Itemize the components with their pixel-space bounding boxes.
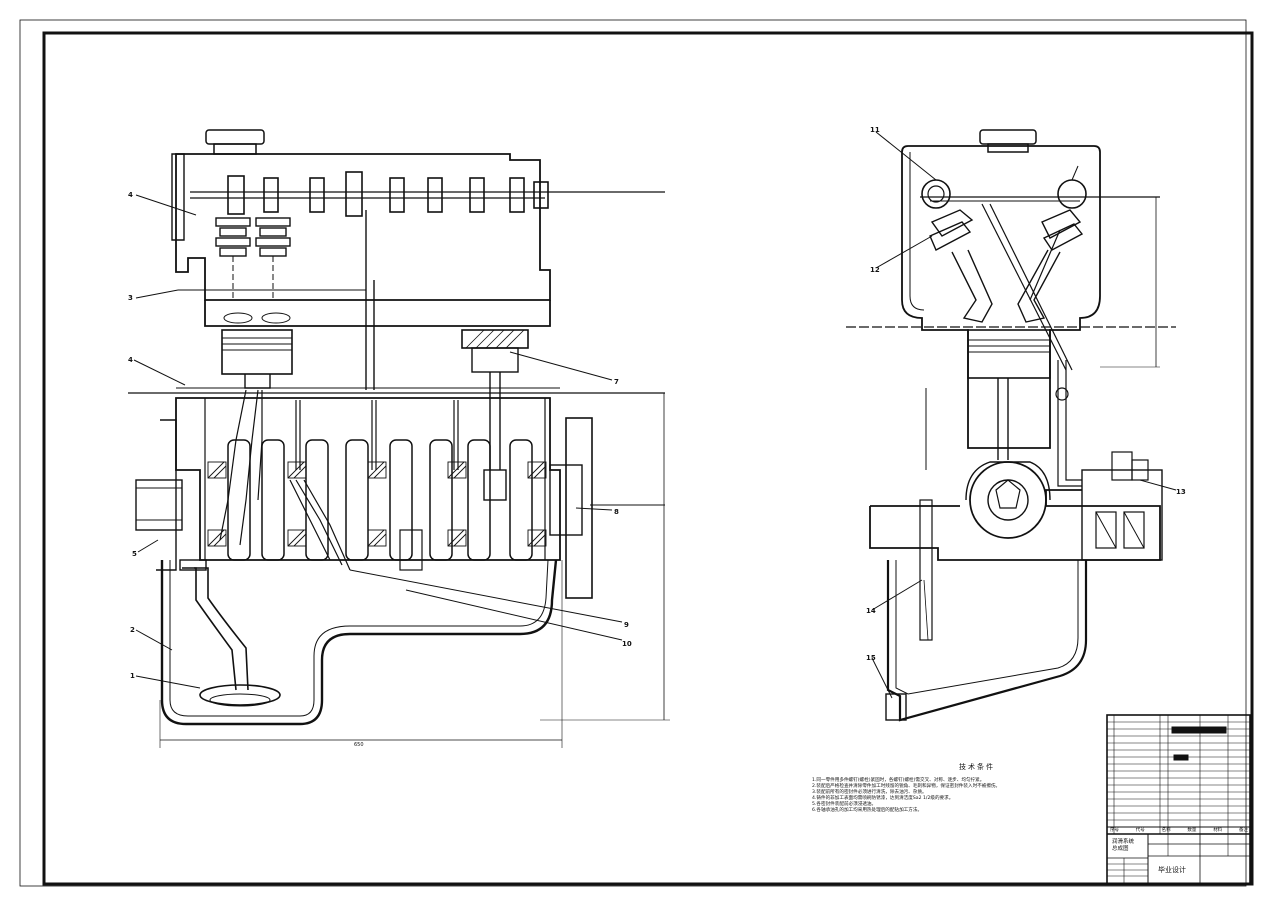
title-block-header: 序号 代号 名称 数量 材料 备注 bbox=[1110, 827, 1248, 833]
requirement-item: 5.各密封件装配前必须浸透油。 bbox=[812, 802, 877, 807]
callout-label: 10 bbox=[622, 640, 632, 648]
callout-label: 2 bbox=[130, 626, 135, 634]
requirement-item: 4.铸件的非加工表面均需喷刷防锈漆，达到清洁度Sa2 1/2级的要求。 bbox=[812, 796, 954, 801]
callout-label: 8 bbox=[614, 508, 619, 516]
header-cell: 数量 bbox=[1187, 828, 1197, 833]
callout-label: 7 bbox=[614, 378, 619, 386]
drawing-name-line1: 润滑系统 bbox=[1112, 839, 1135, 845]
project-name: 毕业设计 bbox=[1158, 866, 1186, 874]
side-section-view bbox=[846, 129, 1177, 722]
drawing-frame bbox=[42, 31, 1254, 886]
drawing-name: 润滑系统 总成图 bbox=[1112, 839, 1134, 853]
requirement-item: 2.装配后严格检查并清除零件加工时残留的锐角、毛刺和异物，保证密封件装入时不被擦… bbox=[812, 784, 1001, 789]
dimension-value: 650 bbox=[354, 742, 364, 748]
callout-label: 15 bbox=[866, 654, 876, 662]
header-cell: 备注 bbox=[1238, 828, 1248, 833]
header-cell: 名称 bbox=[1161, 828, 1171, 833]
callout-label: 5 bbox=[132, 550, 137, 558]
header-cell: 序号 bbox=[1110, 828, 1119, 833]
requirement-item: 6.各轴承油孔的加工均采用热处理后的配钻加工方法。 bbox=[812, 808, 923, 813]
technical-requirements: 技术条件 1.同一零件用多件螺钉(螺栓)紧固时，各螺钉(螺栓)需交叉、对称、逐步… bbox=[812, 762, 1102, 814]
title-block bbox=[1106, 714, 1251, 885]
callout-label: 9 bbox=[624, 621, 629, 629]
front-section-view bbox=[128, 129, 670, 748]
callout-label: 3 bbox=[128, 294, 133, 302]
requirement-item: 3.装配前所有的密封件必须进行清洗，除去油污、杂质。 bbox=[812, 790, 927, 795]
header-cell: 代号 bbox=[1135, 828, 1145, 833]
callout-label: 4 bbox=[128, 191, 133, 199]
callout-label: 11 bbox=[870, 126, 880, 134]
callout-label: 13 bbox=[1176, 488, 1186, 496]
requirement-item: 1.同一零件用多件螺钉(螺栓)紧固时，各螺钉(螺栓)需交叉、对称、逐步、均匀拧紧… bbox=[812, 778, 985, 783]
callout-label: 12 bbox=[870, 266, 880, 274]
drawing-name-line2: 总成图 bbox=[1112, 846, 1129, 852]
callout-label: 4 bbox=[128, 356, 133, 364]
callout-label: 1 bbox=[130, 672, 135, 680]
technical-requirements-title: 技术条件 bbox=[959, 763, 995, 771]
header-cell: 材料 bbox=[1213, 828, 1223, 833]
outer-border bbox=[19, 19, 1247, 887]
callout-label: 14 bbox=[866, 607, 876, 615]
